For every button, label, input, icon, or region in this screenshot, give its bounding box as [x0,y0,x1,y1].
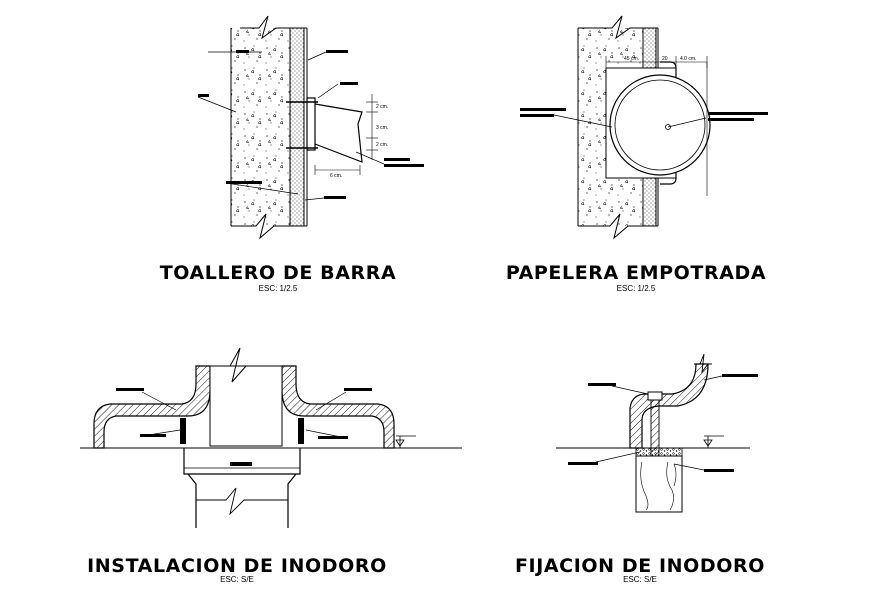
towel-bar-plate [306,97,316,151]
detail-scale: ESC: 1/2.5 [258,284,298,293]
flange-label-mark [230,462,252,466]
dimension-lines [605,56,708,196]
drain-pipe [187,473,297,528]
level-marker [395,435,416,448]
break-line-bottom [231,213,307,240]
detail-toilet-fixing [556,353,758,513]
detail-recessed-bin: 45 cm. 20 4.0 cm. [520,15,768,240]
dim-label: 2 cm. [376,142,388,148]
label-placeholders [198,50,424,199]
dim-label: 45 cm. [624,56,639,62]
concrete-wall [231,28,290,226]
bolt-head [647,391,663,401]
break-line-pipe [210,347,282,383]
break-line-top [694,353,712,374]
detail-title: TOALLERO DE BARRA [159,262,397,284]
break-line-bottom [578,213,658,240]
detail-scale: ESC: S/E [220,575,254,584]
break-line-top [578,15,658,40]
toilet-base-profile [629,363,709,449]
detail-title: FIJACION DE INODORO [514,555,766,577]
towel-bar-arm [314,103,363,163]
plaster-layer [289,27,305,227]
wax-ring-left [180,418,186,444]
label-placeholders [520,108,768,121]
leader-lines [197,51,385,201]
bin-inner [614,79,706,171]
dimension-lines [314,94,378,175]
detail-toilet-installation [80,347,462,528]
detail-scale: ESC: 1/2.5 [616,284,656,293]
dim-label: 2 cm. [376,104,388,110]
bin-body [609,74,711,176]
detail-scale: ESC: S/E [623,575,657,584]
label-placeholders [116,388,372,439]
gravel-bed [635,447,683,457]
level-marker [703,435,724,448]
toilet-base-left [93,365,211,449]
detail-title: PAPELERA EMPOTRADA [505,262,767,284]
detail-title: INSTALACION DE INODORO [87,555,387,577]
dim-label: 20 [662,56,668,62]
dim-label: 4.0 cm. [680,56,696,62]
dim-label: 3 cm. [376,125,388,131]
leader-lines [595,375,723,471]
dim-label: 6 cm. [330,173,342,179]
wood-grain [640,461,677,511]
detail-towel-bar: 2 cm. 3 cm. 2 cm. 6 cm. [197,15,424,240]
toilet-base-right [281,365,395,449]
waste-pipe [209,365,283,447]
floor-flange [183,448,301,475]
label-placeholders [568,374,758,472]
wax-ring-right [298,418,304,444]
bin-center-mark [665,124,671,130]
break-line-drain [196,487,288,516]
break-line-top [240,15,307,40]
